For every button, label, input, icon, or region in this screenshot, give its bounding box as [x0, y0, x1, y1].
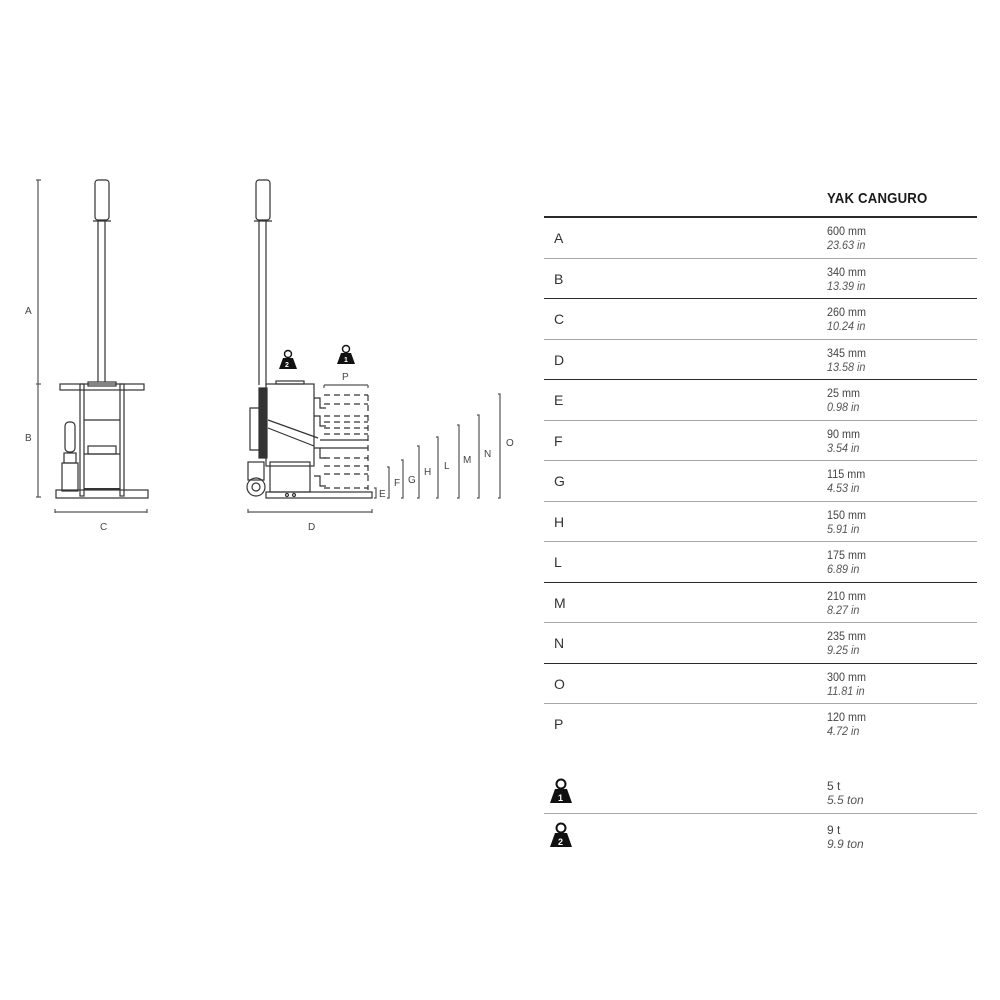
row-label: G — [554, 473, 565, 489]
front-view: A B C — [25, 179, 149, 533]
row-label: F — [554, 432, 563, 449]
dim-label-G: G — [408, 475, 416, 486]
value-mm: 25 mm — [827, 386, 861, 400]
value-in: 3.54 in — [827, 440, 860, 455]
value-in: 8.27 in — [827, 602, 860, 617]
svg-text:1: 1 — [558, 793, 563, 803]
value-in: 11.81 in — [827, 683, 865, 698]
capacity-metric: 9 t — [827, 823, 841, 837]
value-mm: 150 mm — [827, 507, 867, 522]
dim-label-L: L — [444, 461, 450, 472]
dim-label-A: A — [25, 306, 32, 317]
value-in: 23.63 in — [827, 238, 866, 252]
row-label: H — [554, 513, 565, 530]
row-label: A — [554, 230, 564, 246]
dim-label-E: E — [379, 489, 386, 500]
side-view: P 2 1 D — [246, 179, 514, 533]
value-in: 5.91 in — [827, 521, 860, 536]
value-in: 0.98 in — [827, 400, 860, 414]
row-label: B — [554, 270, 564, 287]
dim-label-M: M — [463, 455, 471, 466]
value-in: 10.24 in — [827, 319, 866, 333]
capacity-imperial: 5.5 ton — [827, 793, 864, 807]
value-mm: 90 mm — [827, 426, 861, 441]
value-mm: 120 mm — [827, 710, 867, 724]
value-mm: 115 mm — [827, 467, 866, 481]
value-mm: 300 mm — [827, 669, 867, 684]
value-in: 13.39 in — [827, 278, 866, 293]
value-mm: 235 mm — [827, 629, 867, 643]
model-title: YAK CANGURO — [827, 190, 928, 207]
capacity-metric: 5 t — [827, 779, 841, 793]
dim-label-O: O — [506, 438, 514, 449]
dim-label-D: D — [308, 522, 315, 533]
row-label: E — [554, 392, 564, 408]
weight-2-icon: 2 — [550, 822, 572, 847]
value-in: 6.89 in — [827, 562, 860, 576]
row-label: L — [554, 554, 562, 570]
dim-label-C: C — [100, 522, 107, 533]
row-label: P — [554, 716, 564, 732]
value-mm: 600 mm — [827, 224, 867, 238]
svg-text:1: 1 — [344, 357, 348, 364]
svg-text:2: 2 — [558, 837, 563, 847]
technical-drawing: A B C — [0, 0, 540, 560]
dim-label-H: H — [424, 467, 431, 478]
weight-2-marker-icon: 2 — [279, 349, 297, 369]
value-in: 4.72 in — [827, 724, 860, 738]
dim-label-P: P — [342, 372, 349, 383]
weight-1-marker-icon: 1 — [337, 344, 355, 364]
row-label: D — [554, 351, 565, 368]
value-in: 13.58 in — [827, 359, 866, 374]
row-label: N — [554, 635, 565, 651]
row-label: C — [554, 311, 565, 327]
value-mm: 345 mm — [827, 345, 867, 360]
value-mm: 260 mm — [827, 305, 867, 319]
row-label: O — [554, 675, 565, 692]
value-in: 9.25 in — [827, 643, 860, 657]
value-in: 4.53 in — [827, 481, 860, 495]
row-label: M — [554, 594, 566, 611]
dim-label-B: B — [25, 433, 32, 444]
value-mm: 210 mm — [827, 588, 867, 603]
value-mm: 175 mm — [827, 548, 867, 562]
capacity-imperial: 9.9 ton — [827, 837, 864, 851]
svg-text:2: 2 — [285, 362, 289, 369]
value-mm: 340 mm — [827, 264, 867, 279]
dim-label-F: F — [394, 478, 400, 489]
dim-label-N: N — [484, 449, 491, 460]
weight-1-icon: 1 — [550, 778, 572, 803]
